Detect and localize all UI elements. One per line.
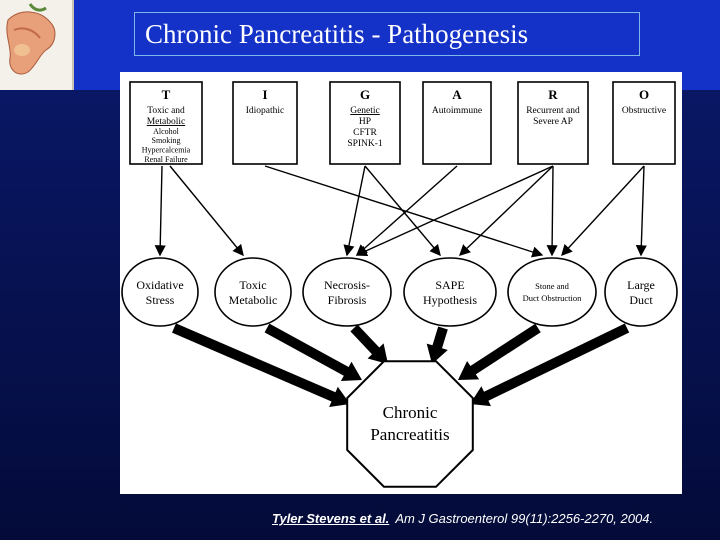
citation-reference: Am J Gastroenterol 99(11):2256-2270, 200… [395, 511, 654, 526]
cause-letter: R [548, 87, 558, 102]
cause-line: Metabolic [147, 117, 186, 127]
cause-box-o: O Obstructive [612, 81, 676, 165]
cause-letter: T [162, 87, 171, 102]
cause-letter: G [360, 87, 370, 102]
mechanism-to-outcome-arrow [426, 326, 448, 364]
outcome-label: Pancreatitis [370, 425, 449, 444]
cause-line: CFTR [353, 128, 377, 138]
cause-line: SPINK-1 [347, 139, 383, 149]
cause-box-a: A Autoimmune [422, 81, 492, 165]
cause-line: Genetic [350, 106, 380, 116]
cause-to-mechanism-arrow [355, 165, 458, 256]
cause-line: Severe AP [533, 117, 573, 127]
mechanism-label: Large [627, 278, 655, 292]
cause-line: Alcohol [153, 127, 180, 136]
cause-line: Recurrent and [526, 106, 580, 116]
mechanism-label: Toxic [239, 278, 266, 292]
mechanism-label: SAPE [435, 278, 464, 292]
cause-to-mechanism-arrow [264, 165, 544, 258]
mechanism-node-3: Necrosis-Fibrosis [302, 257, 392, 327]
citation-authors: Tyler Stevens et al. [272, 511, 390, 526]
cause-line: Idiopathic [246, 106, 285, 116]
mechanism-label: Duct Obstruction [523, 293, 583, 303]
cause-to-mechanism-arrow [635, 165, 647, 257]
cause-to-mechanism-arrow [154, 165, 166, 257]
cause-letter: O [639, 87, 649, 102]
cause-line: Obstructive [622, 106, 666, 116]
cause-to-mechanism-arrow [343, 165, 366, 257]
mechanism-label: Stone and [535, 281, 570, 291]
mechanism-to-outcome-arrow [470, 323, 630, 407]
cause-to-mechanism-arrow [546, 165, 558, 257]
mechanism-label: Oxidative [136, 278, 183, 292]
cause-to-mechanism-arrow [169, 165, 244, 257]
cause-box-i: I Idiopathic [232, 81, 298, 165]
outcome-label: Chronic [383, 403, 438, 422]
mechanism-to-outcome-arrow [172, 323, 350, 407]
cause-line: Smoking [152, 136, 181, 145]
cause-to-mechanism-arrow [355, 165, 554, 257]
cause-line: Autoimmune [432, 106, 482, 116]
cause-line: Renal Failure [144, 155, 188, 164]
citation: Tyler Stevens et al. Am J Gastroenterol 9… [272, 511, 653, 526]
mechanism-to-outcome-arrow [350, 324, 388, 364]
mechanism-label: Necrosis- [324, 278, 370, 292]
mechanism-label: Fibrosis [328, 293, 367, 307]
cause-box-t: T Toxic andMetabolicAlcoholSmokingHyperca… [129, 81, 203, 165]
mechanism-to-outcome-arrow [264, 323, 362, 381]
cause-letter: I [262, 87, 267, 102]
mechanism-label: Duct [629, 293, 653, 307]
cause-line: HP [359, 117, 371, 127]
slide-title: Chronic Pancreatitis - Pathogenesis [145, 19, 529, 49]
mechanism-label: Stress [146, 293, 175, 307]
mechanism-label: Metabolic [229, 293, 278, 307]
cause-letter: A [452, 87, 462, 102]
title-box: Chronic Pancreatitis - Pathogenesis [134, 12, 640, 56]
pancreas-illustration [0, 0, 74, 90]
cause-line: Hypercalcemia [142, 146, 191, 155]
cause-to-mechanism-arrow [458, 165, 554, 256]
cause-to-mechanism-arrow [561, 165, 645, 257]
mechanism-label: Hypothesis [423, 293, 477, 307]
mechanism-to-outcome-arrow [458, 323, 541, 380]
cause-line: Toxic and [147, 106, 185, 116]
